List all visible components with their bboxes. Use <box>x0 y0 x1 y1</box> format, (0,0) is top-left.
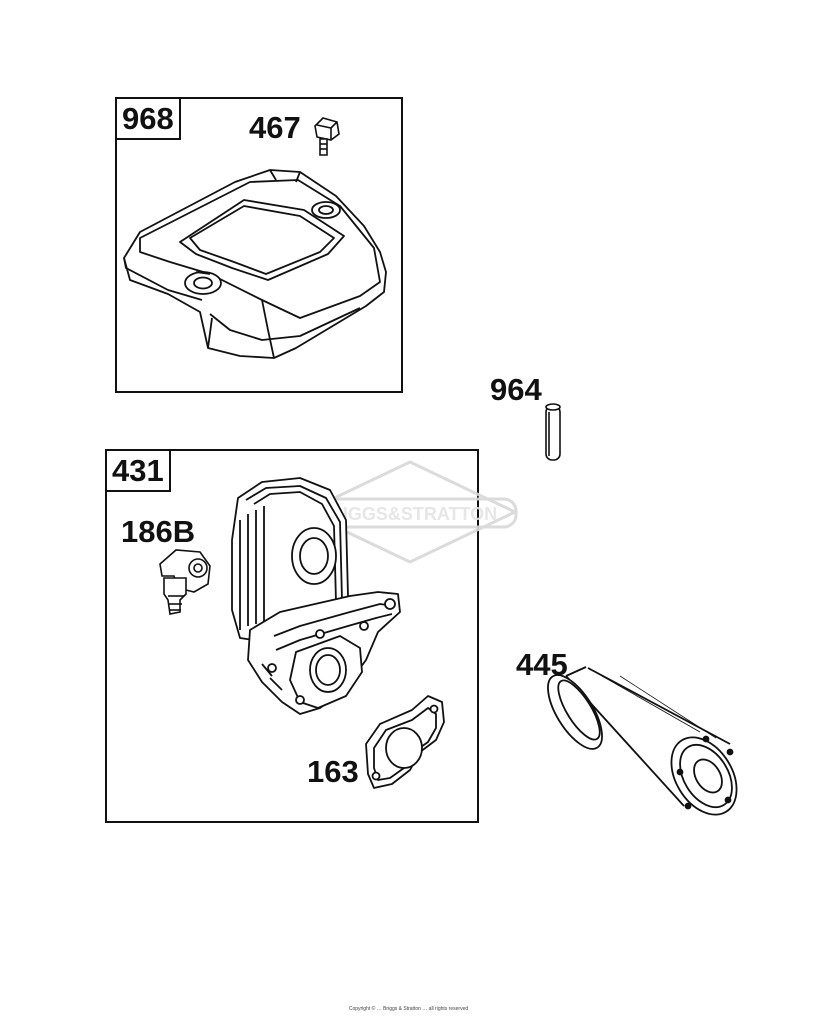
group-box-431: 431 <box>105 449 479 823</box>
bolt-467-part <box>315 118 339 155</box>
group-tag-431: 431 <box>105 449 171 492</box>
air-cleaner-cover-968-part <box>124 170 386 358</box>
pin-964-part <box>546 404 560 460</box>
group-box-968: 968 <box>115 97 403 393</box>
callout-186b: 186B <box>121 514 196 549</box>
callout-163: 163 <box>307 754 359 789</box>
callout-467: 467 <box>249 110 301 145</box>
group-tag-968: 968 <box>115 97 181 140</box>
watermark-text: BRIGGS&STRATTON <box>317 504 497 524</box>
fitting-186b-part <box>160 550 210 614</box>
air-filter-445-part <box>537 667 750 816</box>
copyright-notice: Copyright © … Briggs & Stratton … all ri… <box>348 1006 469 1012</box>
callout-964: 964 <box>490 372 542 407</box>
gasket-163-part <box>366 696 444 788</box>
air-cleaner-base-431-part <box>232 478 400 714</box>
